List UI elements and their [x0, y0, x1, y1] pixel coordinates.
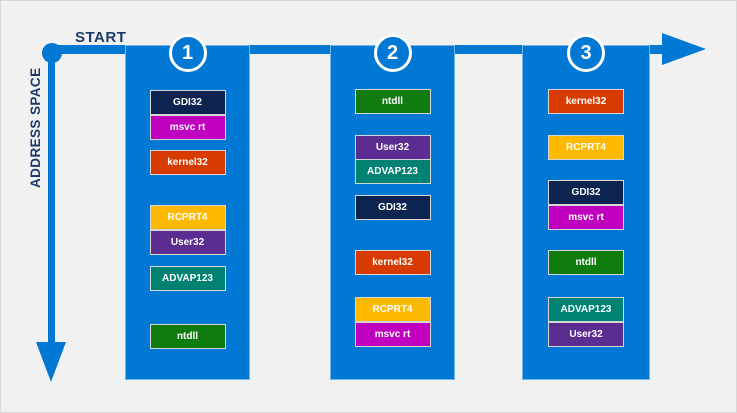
module-block-rcprt4: RCPRT4: [548, 135, 624, 160]
module-block-kernel32: kernel32: [548, 89, 624, 114]
step-circle-1: 1: [168, 34, 207, 72]
module-block-advap123: ADVAP123: [354, 159, 431, 184]
module-block-rcprt4: RCPRT4: [149, 205, 226, 230]
start-label: START: [75, 29, 127, 46]
module-block-advap123: ADVAP123: [548, 297, 624, 322]
module-block-ntdll: ntdll: [149, 324, 226, 349]
module-block-msvc-rt: msvc rt: [548, 205, 624, 230]
module-block-kernel32: kernel32: [354, 250, 431, 275]
address-space-axis-label: ADDRESS SPACE: [28, 67, 43, 189]
address-axis-vertical-line: [48, 53, 55, 342]
module-block-rcprt4: RCPRT4: [354, 297, 431, 322]
right-arrowhead-icon: [662, 33, 706, 65]
step-circle-2: 2: [373, 34, 412, 72]
step-circle-3: 3: [567, 34, 605, 72]
module-block-gdi32: GDI32: [354, 195, 431, 220]
module-block-user32: User32: [548, 322, 624, 347]
module-block-gdi32: GDI32: [149, 90, 226, 115]
module-block-user32: User32: [354, 135, 431, 160]
down-arrowhead-icon: [36, 342, 66, 382]
module-block-advap123: ADVAP123: [149, 266, 226, 291]
module-block-gdi32: GDI32: [548, 180, 624, 205]
module-block-msvc-rt: msvc rt: [354, 322, 431, 347]
module-block-ntdll: ntdll: [548, 250, 624, 275]
module-block-msvc-rt: msvc rt: [149, 115, 226, 140]
module-block-ntdll: ntdll: [354, 89, 431, 114]
module-block-kernel32: kernel32: [149, 150, 226, 175]
module-block-user32: User32: [149, 230, 226, 255]
